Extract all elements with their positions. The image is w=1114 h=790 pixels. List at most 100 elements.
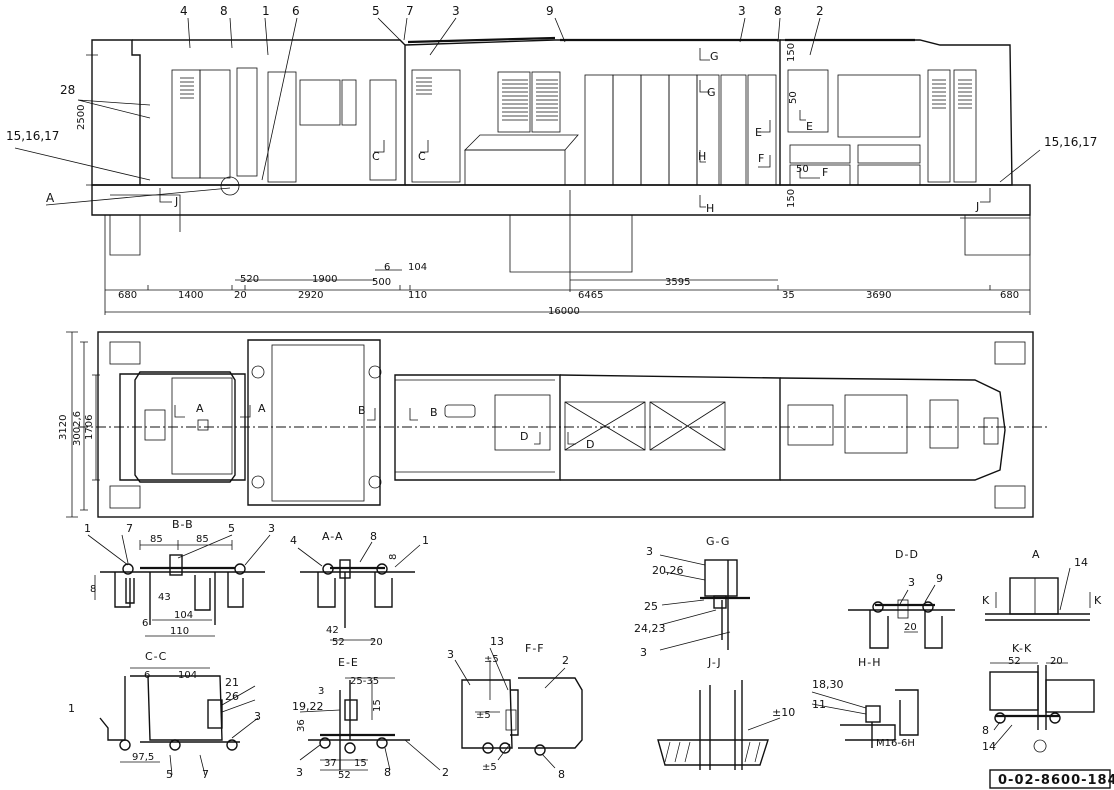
side-dim-2920: 2920 [298,290,323,301]
side-dim-1900: 1900 [312,274,337,285]
side-dim-3595: 3595 [665,277,690,288]
side-label-28: 28 [60,83,75,97]
side-label-151617-left: 15,16,17 [6,129,59,143]
side-dim-680-left: 680 [118,290,137,301]
view-a: A 14 K K [982,548,1102,621]
a-label-K-left: K [982,594,990,607]
kk-dim-52: 52 [1008,656,1021,667]
section-bb: B-B 1 7 5 3 85 85 8 43 104 6 110 [84,518,275,637]
section-ff: F-F 3 13 2 8 ±5 ±5 ±5 [447,635,583,781]
cc-label-3: 3 [254,710,261,723]
cc-label-21: 21 [225,676,239,689]
hh-label-11: 11 [812,698,826,711]
side-label-6: 6 [292,4,300,18]
side-label-F-b: F [822,166,828,179]
gg-label-24-23: 24,23 [634,622,666,635]
plan-label-A-b: A [258,402,266,415]
kk-label-8: 8 [982,724,989,737]
ff-dim-pm5-mid: ±5 [476,710,491,721]
side-dim-2500: 2500 [76,105,87,130]
bb-dim-110: 110 [170,626,189,637]
side-dim-150-bottom: 150 [786,189,797,208]
aa-dim-42: 42 [326,625,339,636]
bb-dim-104: 104 [174,610,193,621]
cc-title: C-C [145,650,167,663]
jj-dim-pm10: ±10 [772,706,795,719]
ff-label-8: 8 [558,768,565,781]
cc-label-1: 1 [68,702,75,715]
side-dim-20: 20 [234,290,247,301]
cc-dim-104: 104 [178,670,197,681]
side-dim-50-a: 50 [788,91,799,104]
aa-label-1: 1 [422,534,429,547]
aa-dim-52: 52 [332,637,345,648]
aa-label-4: 4 [290,534,297,547]
plan-dim-1706: 1706 [84,415,95,440]
plan-label-B-b: B [430,406,438,419]
ee-label-3: 3 [296,766,303,779]
side-label-151617-right: 15,16,17 [1044,135,1097,149]
gg-label-20-26: 20,26 [652,564,684,577]
side-dim-520: 520 [240,274,259,285]
side-dim-16000: 16000 [548,306,580,317]
side-dim-3690: 3690 [866,290,891,301]
side-label-3b: 3 [738,4,746,18]
bb-dim-43: 43 [158,592,171,603]
plan-label-D-b: D [586,438,594,451]
side-dim-1400: 1400 [178,290,203,301]
bb-dim-8: 8 [90,584,96,595]
side-label-A: A [46,191,55,205]
bb-dim-85b: 85 [196,534,209,545]
hh-label-18-30: 18,30 [812,678,844,691]
ff-dim-pm5-top: ±5 [484,654,499,665]
side-elevation: 4 8 1 6 5 7 3 9 3 8 2 28 15,16,17 15,16,… [6,4,1097,317]
ff-label-2: 2 [562,654,569,667]
section-gg: G-G 3 20,26 25 24,23 3 [634,535,750,659]
bb-label-5: 5 [228,522,235,535]
side-label-C-a: C [372,150,380,163]
cc-dim-97-5: 97,5 [132,752,154,763]
side-label-C-b: C [418,150,426,163]
section-aa: A-A 4 8 1 8 42 52 20 [290,530,429,648]
ee-dim-37: 37 [324,758,337,769]
side-label-8: 8 [220,4,228,18]
ff-label-13: 13 [490,635,504,648]
a-label-K-right: K [1094,594,1102,607]
cc-dim-6: 6 [144,670,150,681]
jj-title: J-J [707,656,722,669]
section-ee: E-E 19,22 3 8 2 25-35 3 15 36 37 15 52 [292,656,449,781]
plan-label-A-a: A [196,402,204,415]
gg-label-3b: 3 [640,646,647,659]
plan-view: 3120 3002,6 1706 A A B B D D [58,331,1050,518]
ee-dim-15b: 15 [354,758,367,769]
cc-label-7: 7 [202,768,209,781]
side-label-3a: 3 [452,4,460,18]
side-dim-35: 35 [782,290,795,301]
kk-dim-20: 20 [1050,656,1063,667]
side-label-4: 4 [180,4,188,18]
ee-dim-36: 36 [296,719,307,732]
bb-dim-6: 6 [142,618,148,629]
side-label-E-a: E [806,120,813,133]
side-label-J-left: J [174,195,178,208]
aa-dim-20: 20 [370,637,383,648]
section-cc: C-C 1 21 26 3 5 7 6 104 97,5 [68,650,261,781]
drawing-number: 0-02-8600-184 [998,773,1114,788]
side-dim-500: 500 [372,277,391,288]
bb-label-3: 3 [268,522,275,535]
side-dim-104: 104 [408,262,427,273]
gg-label-3a: 3 [646,545,653,558]
side-dim-50-b: 50 [796,164,809,175]
hh-title: H-H [858,656,882,669]
side-label-E-b: E [755,126,762,139]
side-label-9: 9 [546,4,554,18]
ee-title: E-E [338,656,359,669]
ff-title: F-F [525,642,545,655]
ee-label-2: 2 [442,766,449,779]
side-label-G-a: G [710,50,719,63]
section-dd: D-D 3 9 20 [848,548,955,649]
plan-dim-3120: 3120 [58,415,69,440]
cc-label-5: 5 [166,768,173,781]
bb-dim-85a: 85 [150,534,163,545]
